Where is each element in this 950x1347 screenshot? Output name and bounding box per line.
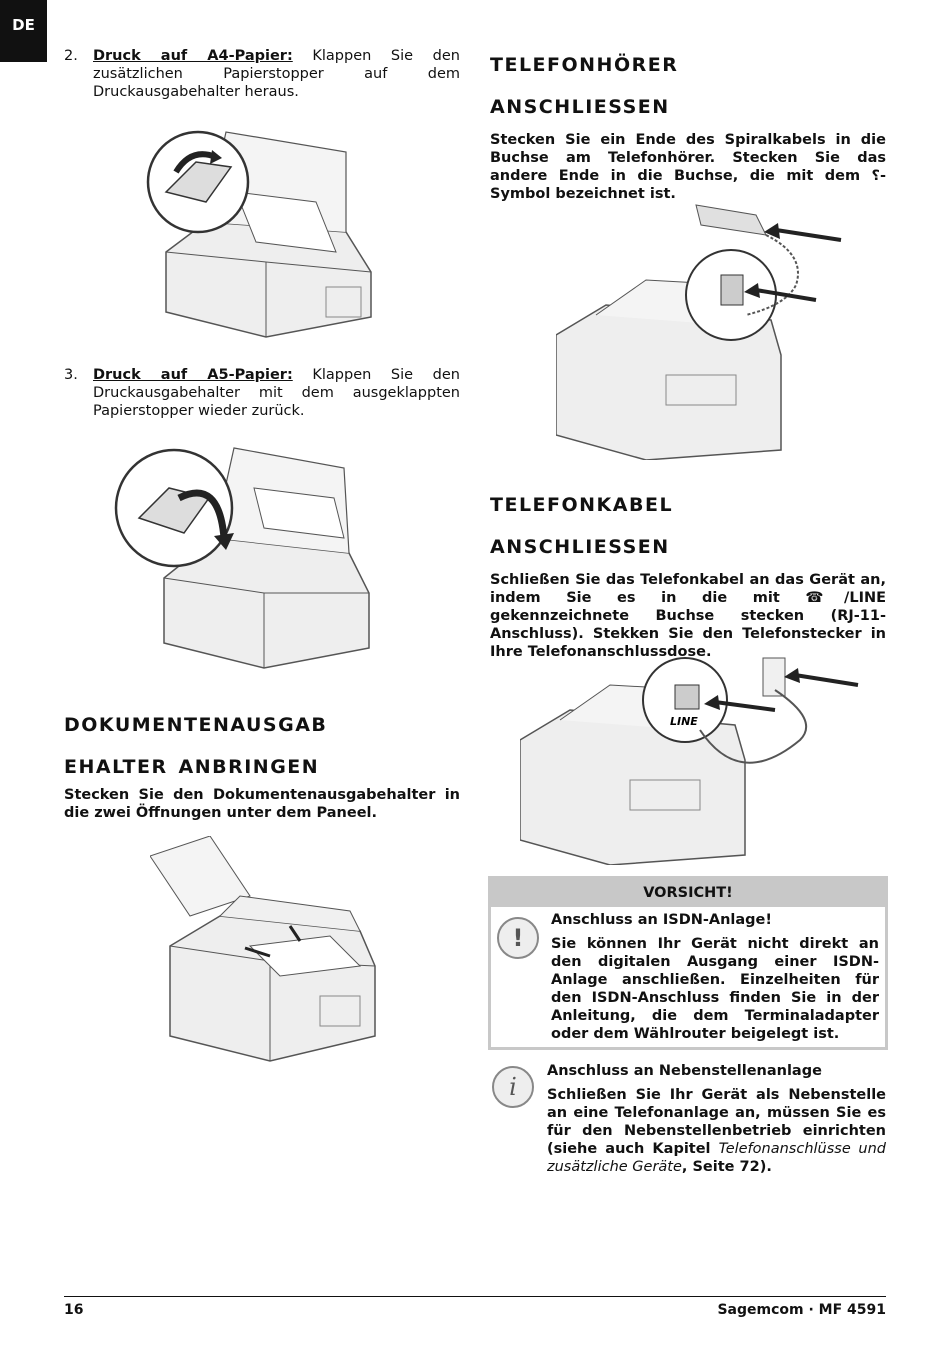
section-heading-telefonkabel: Telefonkabel anschliessen [490, 482, 886, 566]
step-lead: Druck auf A4-Papier: [93, 48, 293, 64]
printer-illustration-holder [150, 836, 380, 1071]
phone-cable-connection-illustration: LINE [520, 650, 860, 865]
step-text: Klappen Sie den Druckausgabehalter mit d… [93, 367, 460, 419]
caution-title: Anschluss an ISDN-Anlage! [551, 912, 773, 928]
section-heading-dokumentenausgabehalter: Dokumentenausgab ehalter anbringen [64, 702, 460, 786]
text-part: -Symbol bezeichnet ist. [490, 168, 886, 202]
footer-rule [64, 1296, 886, 1297]
step-number: 3. [64, 367, 78, 383]
info-icon: i [492, 1066, 534, 1108]
heading-line: ehalter anbringen [64, 749, 320, 780]
footer-product: Sagemcom · MF 4591 [717, 1302, 886, 1318]
step-2: 2. Druck auf A4-Papier: Klappen Sie den … [64, 47, 460, 101]
note-text-part: , Seite 72). [681, 1159, 772, 1175]
phone-jack-icon: ☎ [805, 590, 845, 606]
heading-line: Telefonhörer [490, 47, 679, 78]
step-lead: Druck auf A5-Papier: [93, 367, 293, 383]
step-number: 2. [64, 48, 78, 64]
heading-line: anschliessen [490, 529, 670, 560]
printer-illustration-a4 [146, 112, 376, 342]
heading-line: anschliessen [490, 89, 670, 120]
heading-line: Telefonkabel [490, 487, 674, 518]
note-text: Schließen Sie Ihr Gerät als Nebenstelle … [547, 1086, 886, 1176]
step-3: 3. Druck auf A5-Papier: Klappen Sie den … [64, 366, 460, 420]
language-tab: DE [0, 0, 47, 62]
text-part: gekennzeichnete Buchse stecken (RJ-11-An… [490, 608, 886, 660]
page-number: 16 [64, 1302, 84, 1318]
caution-text: Sie können Ihr Gerät nicht direkt an den… [551, 936, 879, 1042]
figure-line-label: LINE [670, 715, 698, 728]
handset-connection-illustration [556, 195, 846, 460]
step-text: Klappen Sie den zusätzlichen Papierstopp… [93, 48, 460, 100]
section-text: Stecken Sie den Dokumentenausgabehalter … [64, 787, 460, 821]
handset-symbol-icon: ⸮ [871, 168, 880, 184]
section-text-telefonhoerer: Stecken Sie ein Ende des Spiralkabels in… [490, 131, 886, 203]
caution-box: VORSICHT! ! Anschluss an ISDN-Anlage! Si… [488, 876, 888, 1050]
line-label: /LINE [844, 590, 887, 606]
note-text-italic: Telefonanschlüsse und zusätzliche Geräte [547, 1141, 886, 1175]
text-part: Schließen Sie das Telefonkabel an das Ge… [490, 572, 886, 606]
section-heading-telefonhoerer: Telefonhörer anschliessen [490, 42, 886, 126]
exclamation-icon: ! [497, 917, 539, 959]
note-title: Anschluss an Nebenstellenanlage [547, 1063, 822, 1079]
note-text-part: Schließen Sie Ihr Gerät als Nebenstelle … [547, 1087, 886, 1157]
text-part: Stecken Sie ein Ende des Spiralkabels in… [490, 132, 886, 184]
caution-header: VORSICHT! [491, 879, 885, 907]
printer-illustration-a5 [114, 428, 374, 673]
heading-line: Dokumentenausgab [64, 707, 328, 738]
section-text-telefonkabel: Schließen Sie das Telefonkabel an das Ge… [490, 571, 886, 661]
